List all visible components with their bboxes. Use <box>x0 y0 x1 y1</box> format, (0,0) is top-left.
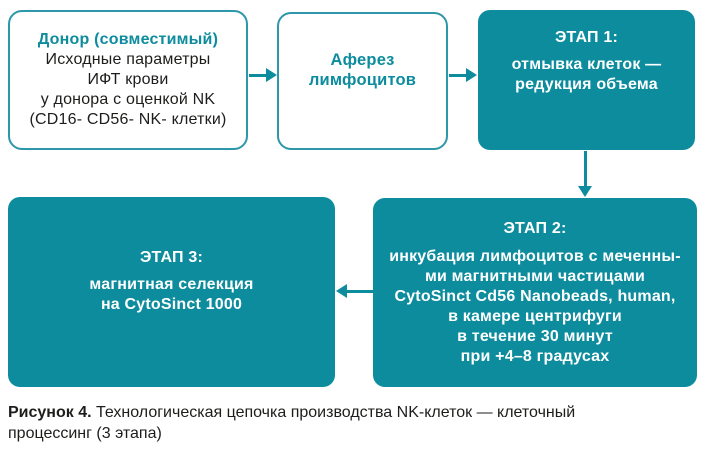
apheresis-box-line: Аферез <box>330 51 395 69</box>
stage3-box-line: магнитная селекция <box>89 275 254 293</box>
stage2-box: ЭТАП 2: инкубация лимфоцитов с меченны- … <box>373 198 697 387</box>
stage2-box-line: в течение 30 минут <box>457 327 613 345</box>
stage1-box-line: редукция объема <box>515 76 658 93</box>
donor-box: Донор (совместимый) Исходные параметры И… <box>8 10 248 150</box>
figure-caption-text-line1: Технологическая цепочка производства NK-… <box>96 404 576 421</box>
donor-box-line: Исходные параметры <box>45 51 211 68</box>
arrow-stage1-to-stage2-line <box>584 151 587 186</box>
figure-caption-label: Рисунок 4. <box>8 404 92 421</box>
arrow-stage1-to-stage2-head <box>578 186 592 197</box>
apheresis-box: Аферез лимфоцитов <box>277 12 448 150</box>
stage2-box-line: CytoSinct Cd56 Nanobeads, human, <box>394 287 676 305</box>
stage2-box-line: ми магнитными частицами <box>424 267 646 285</box>
donor-box-line: у донора с оценкой NK <box>40 91 216 108</box>
donor-box-line: ИФТ крови <box>87 71 169 88</box>
stage3-box: ЭТАП 3: магнитная селекция на CytoSinct … <box>8 197 335 387</box>
stage2-box-line: при +4–8 градусах <box>460 347 610 365</box>
arrow-stage2-to-stage3-line <box>347 290 374 293</box>
stage1-box: ЭТАП 1: отмывка клеток — редукция объема <box>478 10 695 150</box>
figure-caption: Рисунок 4. Технологическая цепочка произ… <box>8 402 678 444</box>
stage2-box-line: в камере центрифуги <box>448 307 622 325</box>
stage1-box-line: отмывка клеток — <box>511 56 662 73</box>
arrow-donor-to-apheresis-head <box>266 68 277 82</box>
arrow-stage2-to-stage3-head <box>336 284 347 298</box>
arrow-apheresis-to-stage1-head <box>466 68 477 82</box>
stage2-box-line: инкубация лимфоцитов с меченны- <box>389 247 681 265</box>
donor-box-title: Донор (совместимый) <box>37 31 219 48</box>
apheresis-box-line: лимфоцитов <box>308 71 417 89</box>
donor-box-line: (CD16- CD56- NK- клетки) <box>29 111 227 128</box>
stage1-box-title: ЭТАП 1: <box>554 29 619 46</box>
stage3-box-title: ЭТАП 3: <box>139 248 204 266</box>
figure-caption-text-line2: процессинг (3 этапа) <box>8 425 162 442</box>
arrow-apheresis-to-stage1-line <box>449 74 466 77</box>
stage3-box-line: на CytoSinct 1000 <box>100 295 243 313</box>
stage2-box-title: ЭТАП 2: <box>503 219 567 237</box>
arrow-donor-to-apheresis-line <box>249 74 266 77</box>
